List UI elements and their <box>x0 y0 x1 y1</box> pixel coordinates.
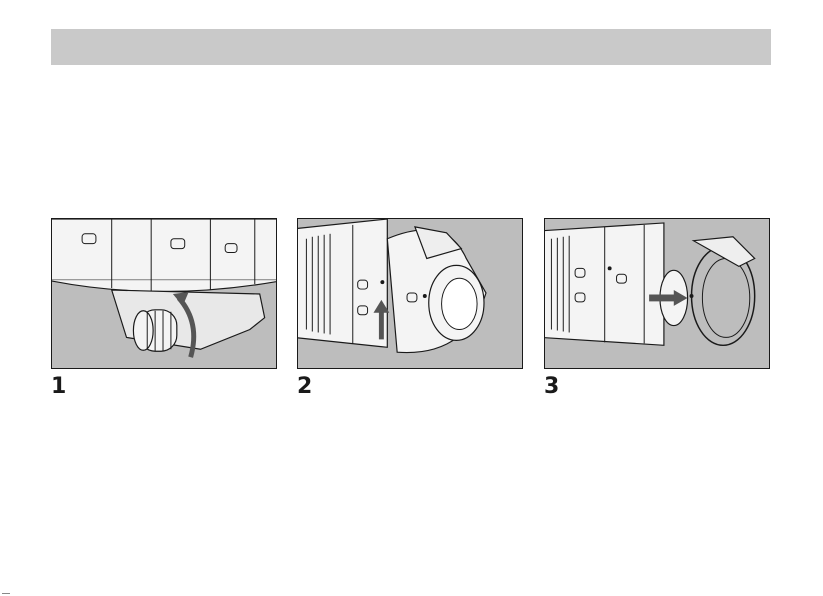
step-2-number: 2 <box>297 376 312 398</box>
step-1-number: 1 <box>51 376 66 398</box>
corner-mark <box>2 593 10 594</box>
section-header-bar <box>51 29 771 65</box>
step-1-illustration <box>51 218 277 369</box>
step-2-illustration <box>297 218 523 369</box>
step-3-illustration <box>544 218 770 369</box>
step-3-number: 3 <box>544 376 559 398</box>
